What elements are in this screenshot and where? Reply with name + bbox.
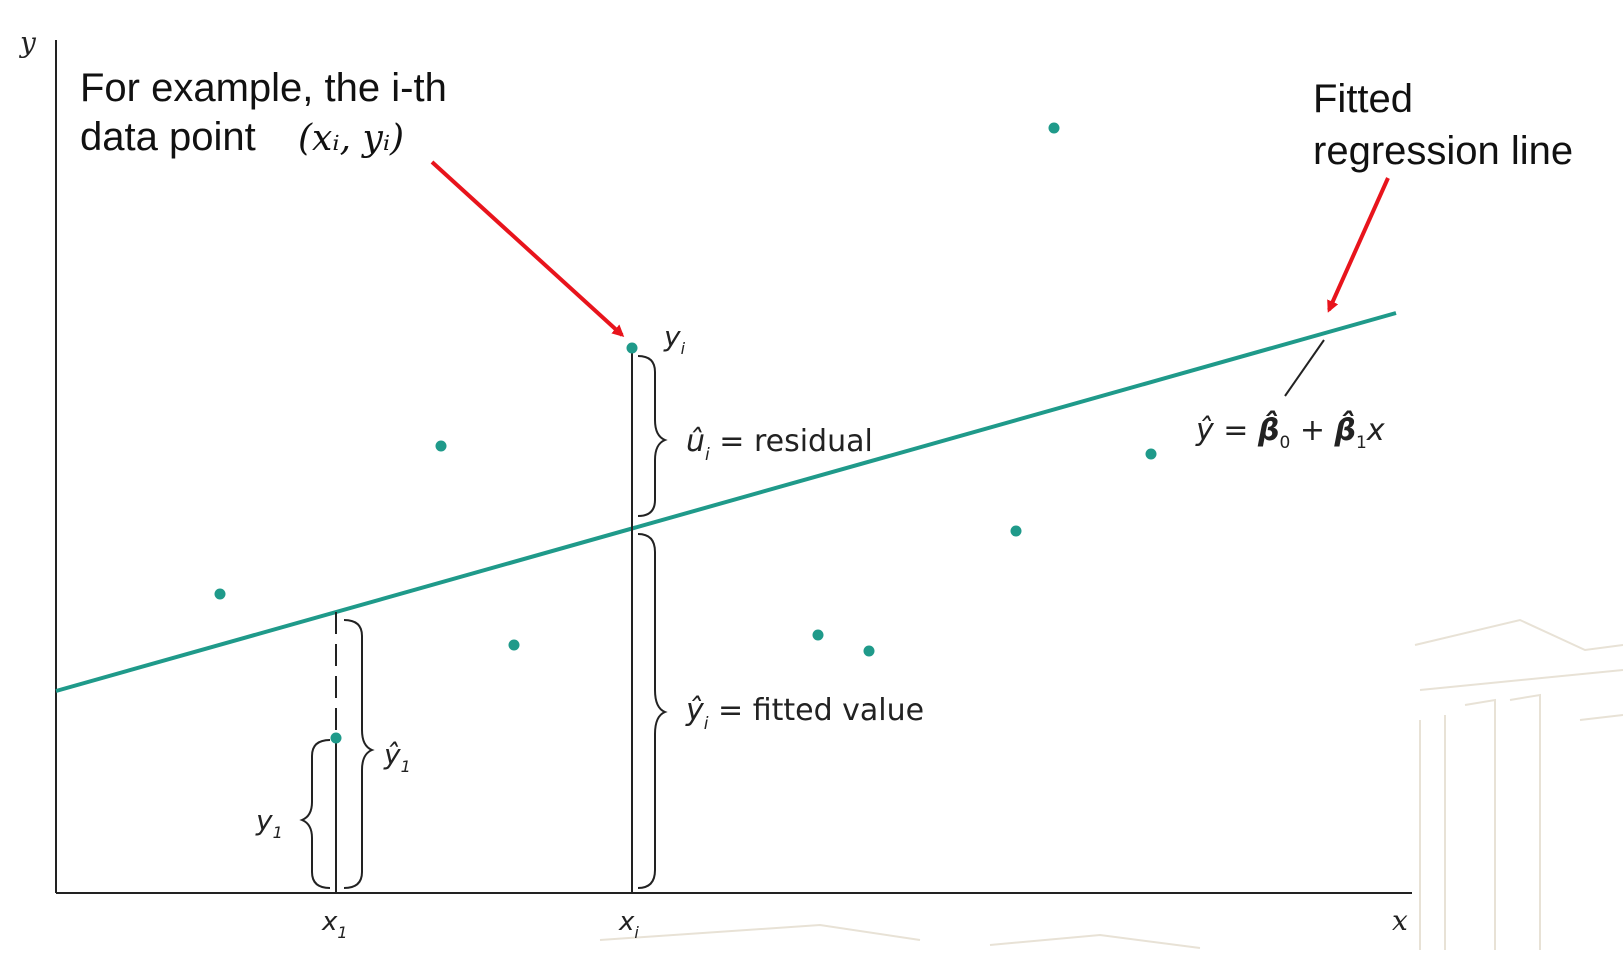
residual-label: ûi = residual bbox=[686, 424, 873, 465]
example-annotation-math: (xᵢ, yᵢ) bbox=[298, 118, 404, 159]
highlight-data-point bbox=[626, 342, 638, 354]
tick-x1: x1 bbox=[321, 907, 348, 942]
example-annotation-line1: For example, the i-th bbox=[80, 66, 447, 110]
data-point-6 bbox=[1010, 525, 1022, 537]
y-axis-label: y bbox=[18, 26, 37, 59]
regression-line bbox=[55, 311, 1397, 693]
yi-label: yi bbox=[663, 320, 686, 358]
example-arrow bbox=[430, 160, 625, 338]
fitted-annotation-line1: Fitted bbox=[1313, 77, 1413, 121]
data-point-1 bbox=[214, 588, 226, 600]
data-points bbox=[214, 122, 1157, 657]
example-annotation-line2: data point bbox=[80, 115, 256, 159]
residual-brace bbox=[637, 355, 668, 517]
regression-equation: ŷ = β̂0 + β̂1x bbox=[1195, 410, 1385, 453]
low-data-point bbox=[330, 732, 342, 744]
data-point-2 bbox=[435, 440, 447, 452]
fitted-arrow bbox=[1327, 177, 1390, 313]
data-point-8 bbox=[1145, 448, 1157, 460]
tick-xi: xi bbox=[618, 907, 639, 942]
y1-label: y1 bbox=[255, 804, 283, 842]
fitted-value-label: ŷi = fitted value bbox=[685, 693, 924, 734]
data-point-4 bbox=[812, 629, 824, 641]
y1hat-brace bbox=[343, 619, 375, 889]
x-axis-label: x bbox=[1392, 904, 1408, 937]
fitted-brace bbox=[637, 533, 668, 889]
watermark-building-icon bbox=[599, 618, 1623, 950]
y1-brace bbox=[299, 739, 331, 889]
equation-leader bbox=[1284, 339, 1325, 397]
data-point-7 bbox=[1048, 122, 1060, 134]
fitted-annotation-line2: regression line bbox=[1313, 129, 1573, 173]
data-point-5 bbox=[863, 645, 875, 657]
y1hat-label: ŷ1 bbox=[383, 738, 411, 776]
data-point-3 bbox=[508, 639, 520, 651]
